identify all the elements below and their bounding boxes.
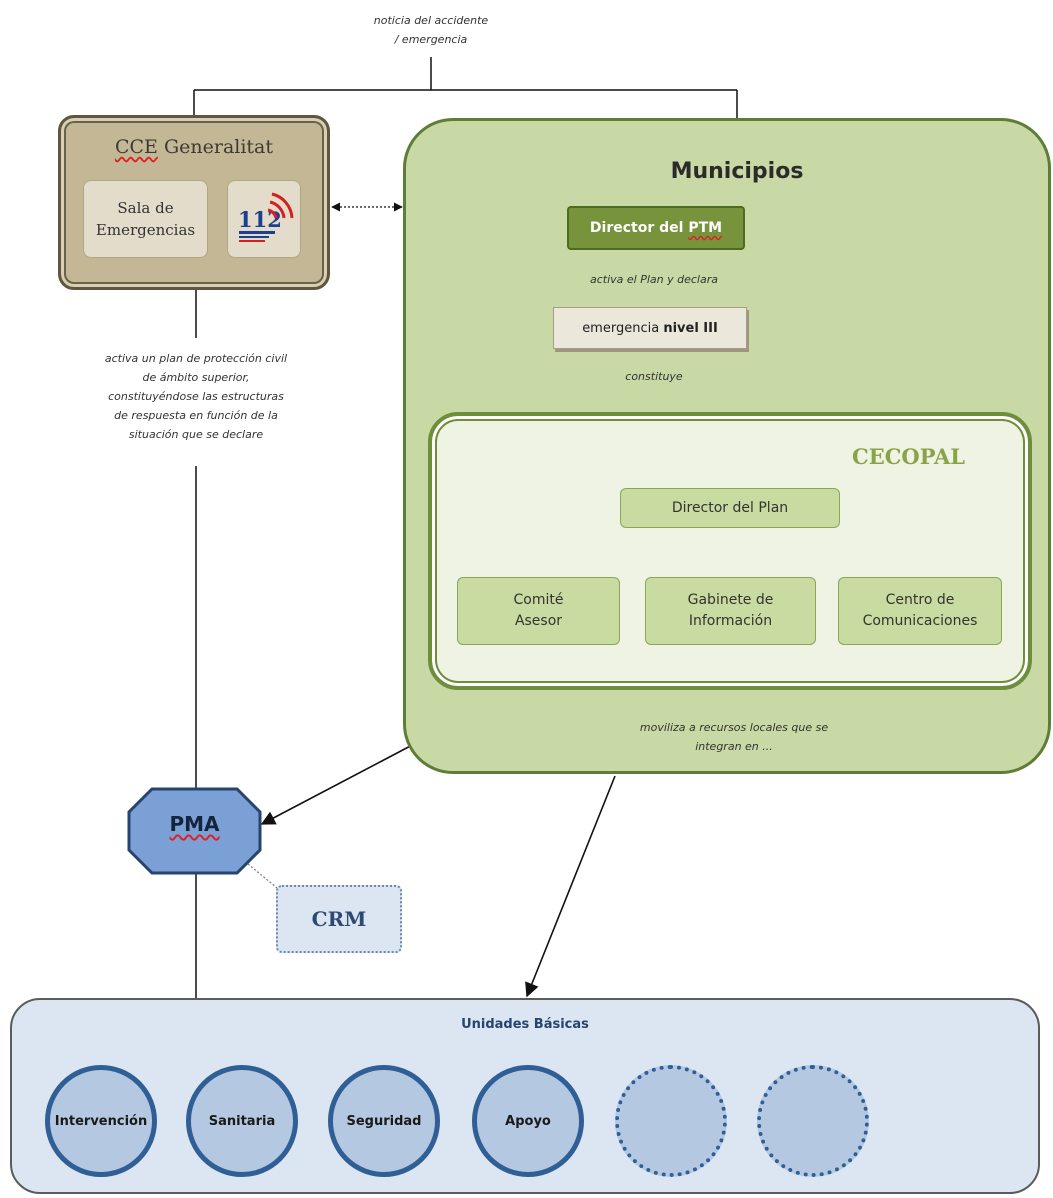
unidades-basicas-box: Unidades Básicas Intervención Sanitaria … [10, 998, 1040, 1194]
112-logo-number: 112 [238, 207, 282, 232]
unit-seguridad: Seguridad [328, 1065, 440, 1177]
crm-box: CRM [276, 885, 402, 953]
centro-comunicaciones-box: Centro de Comunicaciones [838, 577, 1002, 645]
municipios-to-pma-arrow [260, 741, 419, 825]
municipios-title: Municipios [670, 159, 804, 184]
moviliza-label: moviliza a recursos locales que se integ… [594, 718, 874, 756]
unit-sanitaria-label: Sanitaria [208, 1113, 276, 1129]
emergencia-level: nivel III [663, 320, 718, 336]
112-emergency-logo-icon: 112 [227, 180, 301, 258]
gabinete-line1: Gabinete de [687, 592, 774, 608]
unit-apoyo: Apoyo [472, 1065, 584, 1177]
gabinete-informacion-box: Gabinete de Información [645, 577, 816, 645]
director-plan-box: Director del Plan [620, 488, 840, 528]
pma-octagon [127, 787, 262, 875]
cce-link-line3: constituyéndose las estructuras [108, 390, 284, 403]
top-label-line1: noticia del accidente [373, 14, 489, 27]
unit-seguridad-label: Seguridad [346, 1113, 422, 1129]
comite-asesor-box: Comité Asesor [457, 577, 620, 645]
unit-intervencion-label: Intervención [54, 1113, 148, 1129]
cecopal-box: CECOPAL [428, 412, 1032, 690]
gabinete-line2: Información [688, 613, 773, 629]
top-label: noticia del accidente / emergencia [331, 11, 531, 49]
cce-title: CCE Generalitat [61, 136, 327, 158]
constituye-label: constituye [625, 370, 683, 383]
moviliza-line1: moviliza a recursos locales que se [639, 721, 829, 734]
cce-title-abbrev: CCE [114, 136, 158, 158]
pma-text: PMA [169, 812, 220, 836]
centro-line1: Centro de [885, 592, 955, 608]
cce-link-line5: situación que se declare [128, 428, 264, 441]
comite-line2: Asesor [514, 613, 563, 629]
municipios-box: Municipios Director del PTM activa el Pl… [403, 118, 1051, 774]
cce-link-label: activa un plan de protección civil de ám… [70, 349, 322, 444]
cce-link-line1: activa un plan de protección civil [104, 352, 288, 365]
unit-apoyo-label: Apoyo [505, 1113, 551, 1129]
cce-link-line4: de respuesta en función de la [114, 409, 278, 422]
activa-label: activa el Plan y declara [590, 273, 718, 286]
cce-link-line2: de ámbito superior, [142, 371, 250, 384]
cce-title-rest: Generalitat [163, 136, 274, 158]
centro-line2: Comunicaciones [862, 613, 978, 629]
municipios-to-unidades-arrow [525, 775, 616, 998]
unit-empty-1 [615, 1065, 727, 1177]
unit-empty-2 [757, 1065, 869, 1177]
crm-label: CRM [311, 907, 367, 931]
unidades-title: Unidades Básicas [461, 1017, 589, 1032]
sala-line2: Emergencias [95, 221, 196, 239]
emergencia-prefix: emergencia [582, 320, 664, 336]
comite-line1: Comité [513, 592, 564, 608]
director-ptm-box: Director del PTM [567, 206, 745, 250]
unit-sanitaria: Sanitaria [186, 1065, 298, 1177]
director-plan-label: Director del Plan [671, 499, 789, 516]
unit-intervencion: Intervención [45, 1065, 157, 1177]
moviliza-line2: integran en ... [695, 740, 773, 753]
emergencia-nivel-box: emergencia nivel III [553, 307, 747, 349]
pma-label: PMA [129, 812, 260, 836]
112-logo-svg: 112 [238, 192, 294, 242]
director-ptm-label: Director del PTM [589, 220, 723, 236]
cce-generalitat-box: CCE Generalitat Sala de Emergencias 112 [58, 115, 330, 290]
top-label-line2: / emergencia [394, 33, 468, 46]
sala-line1: Sala de [117, 199, 174, 217]
sala-emergencias-box: Sala de Emergencias [83, 180, 208, 258]
cecopal-title: CECOPAL [852, 444, 966, 469]
